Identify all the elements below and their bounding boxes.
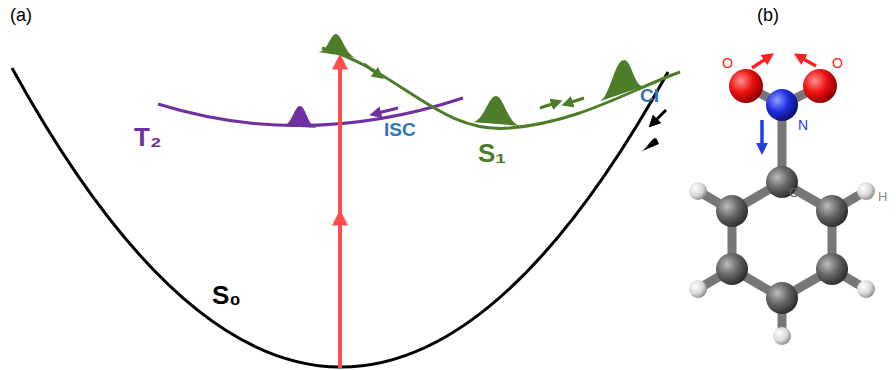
s1-curve: [322, 48, 680, 129]
state-label: T₂: [134, 124, 161, 150]
process-label: ISC: [384, 120, 416, 139]
panel-label: (b): [757, 6, 779, 24]
t2-curve: [158, 98, 463, 126]
state-label: S₀: [212, 282, 241, 308]
excitation-arrow: [338, 216, 342, 368]
state-label: S₁: [478, 140, 506, 166]
motion-arrow: [540, 102, 558, 108]
wavepacket: [472, 96, 522, 126]
atom-label: O: [722, 56, 733, 70]
wavepacket: [598, 60, 644, 102]
panel-label: (a): [10, 6, 32, 24]
wavepacket: [318, 34, 358, 58]
atom-label: N: [798, 118, 808, 132]
motion-arrow: [364, 64, 380, 76]
excitation-arrow: [338, 60, 342, 214]
atom-label: O: [832, 56, 843, 70]
motion-arrow: [566, 98, 584, 104]
wavepacket: [282, 106, 318, 128]
motion-arrow: [652, 110, 666, 124]
nitrobenzene-molecule: [689, 56, 875, 345]
process-label: CI: [640, 86, 659, 105]
wavepacket: [640, 138, 659, 152]
atom-label: C: [789, 186, 798, 199]
atom-label: H: [878, 190, 887, 203]
motion-arrow: [374, 108, 398, 114]
